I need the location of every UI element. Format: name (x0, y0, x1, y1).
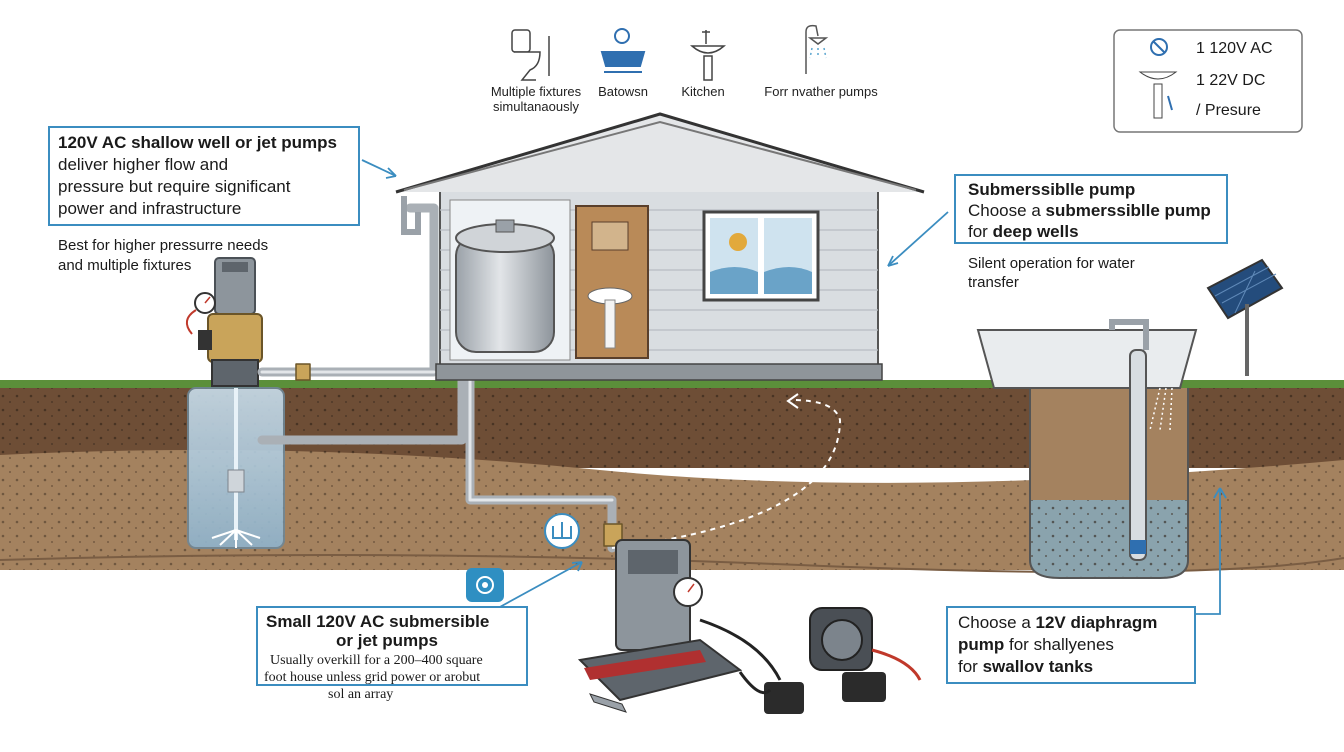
solar-panel (1206, 258, 1284, 376)
small-callout-line5: sol an array (328, 687, 394, 702)
legend-ac: 1 120V AC (1196, 40, 1273, 57)
small-callout-line3: Usually overkill for a 200–400 square (270, 653, 483, 668)
downspout (401, 196, 421, 235)
sink-icon (690, 30, 726, 81)
fixture-label-bathroom: Batowsn (598, 84, 648, 99)
small-callout-line4: foot house unless grid power or arobut (264, 670, 481, 685)
submersible-note-line1: Silent operation for water (968, 255, 1135, 272)
flow-arrowhead (786, 393, 799, 409)
submersible-callout-line2: Choose a submerssiblle pump (968, 200, 1214, 221)
diaphragm-callout: Choose a 12V diaphragm pump for shallyen… (946, 606, 1196, 684)
submersible-line2-prefix: Choose a (968, 201, 1046, 220)
jet-pump (185, 257, 263, 387)
fixture-multiple-line1: Multiple fixtures (490, 84, 582, 99)
jet-callout-title: 120V AC shallow well or jet pumps (58, 133, 337, 152)
signal-icon (466, 568, 504, 602)
legend-dc: 1 22V DC (1196, 72, 1266, 89)
fixture-multiple-line2: simultanaously (493, 99, 579, 114)
fixture-label-other: Forr nvather pumps (764, 84, 878, 99)
diaphragm-line1-prefix: Choose a (958, 613, 1036, 632)
legend-box (1113, 29, 1303, 133)
submersible-callout: Submerssiblle pump Choose a submerssibll… (954, 174, 1228, 244)
submersible-callout-title: Submerssiblle pump (968, 180, 1136, 199)
diaphragm-line3: for swallov tanks (958, 656, 1184, 678)
toilet-icon (511, 29, 550, 81)
diaphragm-line1-emphasis: 12V diaphragm (1035, 613, 1158, 632)
legend-pressure: / Presure (1196, 102, 1261, 119)
callout-connectors (361, 159, 1227, 615)
diaphragm-line3-prefix: for (958, 657, 983, 676)
jet-callout-line4: power and infrastructure (58, 199, 242, 218)
jet-note-line2: and multiple fixtures (58, 257, 192, 274)
submersible-callout-line3: for deep wells (968, 221, 1214, 242)
fixture-label-kitchen: Kitchen (681, 84, 725, 99)
jet-pump-callout: 120V AC shallow well or jet pumps delive… (48, 126, 360, 226)
faucet-badge-icon (544, 513, 580, 549)
shallow-well (187, 387, 285, 549)
submersible-line3-emphasis: deep wells (992, 222, 1079, 241)
jet-note-line1: Best for higher pressurre needs (58, 237, 269, 254)
submersible-line3-prefix: for (968, 222, 993, 241)
fixture-label-multiple: Multiple fixtures simultanaously (476, 84, 596, 114)
diaphragm-line1: Choose a 12V diaphragm (958, 612, 1184, 634)
diaphragm-line2-suffix: for shallyenes (1004, 635, 1114, 654)
diaphragm-line2-emphasis: pump (958, 635, 1005, 654)
diaphragm-line3-emphasis: swallov tanks (982, 657, 1094, 676)
submersible-note-line2: transfer (968, 274, 1019, 291)
small-pumps-callout: Small 120V AC submersible or jet pumps (256, 606, 528, 686)
small-callout-title2: or jet pumps (336, 631, 439, 650)
diaphragm-line2: pump for shallyenes (958, 634, 1184, 656)
submersible-line2-emphasis: submerssiblle pump (1045, 201, 1211, 220)
flow-arrow (611, 399, 842, 549)
jet-callout-line3: pressure but require significant (58, 177, 291, 196)
submersible-note: Silent operation for water transfer (968, 254, 1135, 292)
jet-note: Best for higher pressurre needs and mult… (58, 236, 268, 276)
small-callout-body: Usually overkill for a 200–400 square fo… (264, 652, 483, 703)
jet-callout-line2: deliver higher flow and (58, 155, 229, 174)
bathtub-icon (600, 28, 646, 73)
shower-icon (805, 24, 829, 74)
pressure-tank (455, 219, 555, 353)
small-callout-title1: Small 120V AC submersible (266, 612, 490, 631)
submersible-well (976, 319, 1198, 579)
diaphragm-pump-assembly (577, 539, 922, 714)
